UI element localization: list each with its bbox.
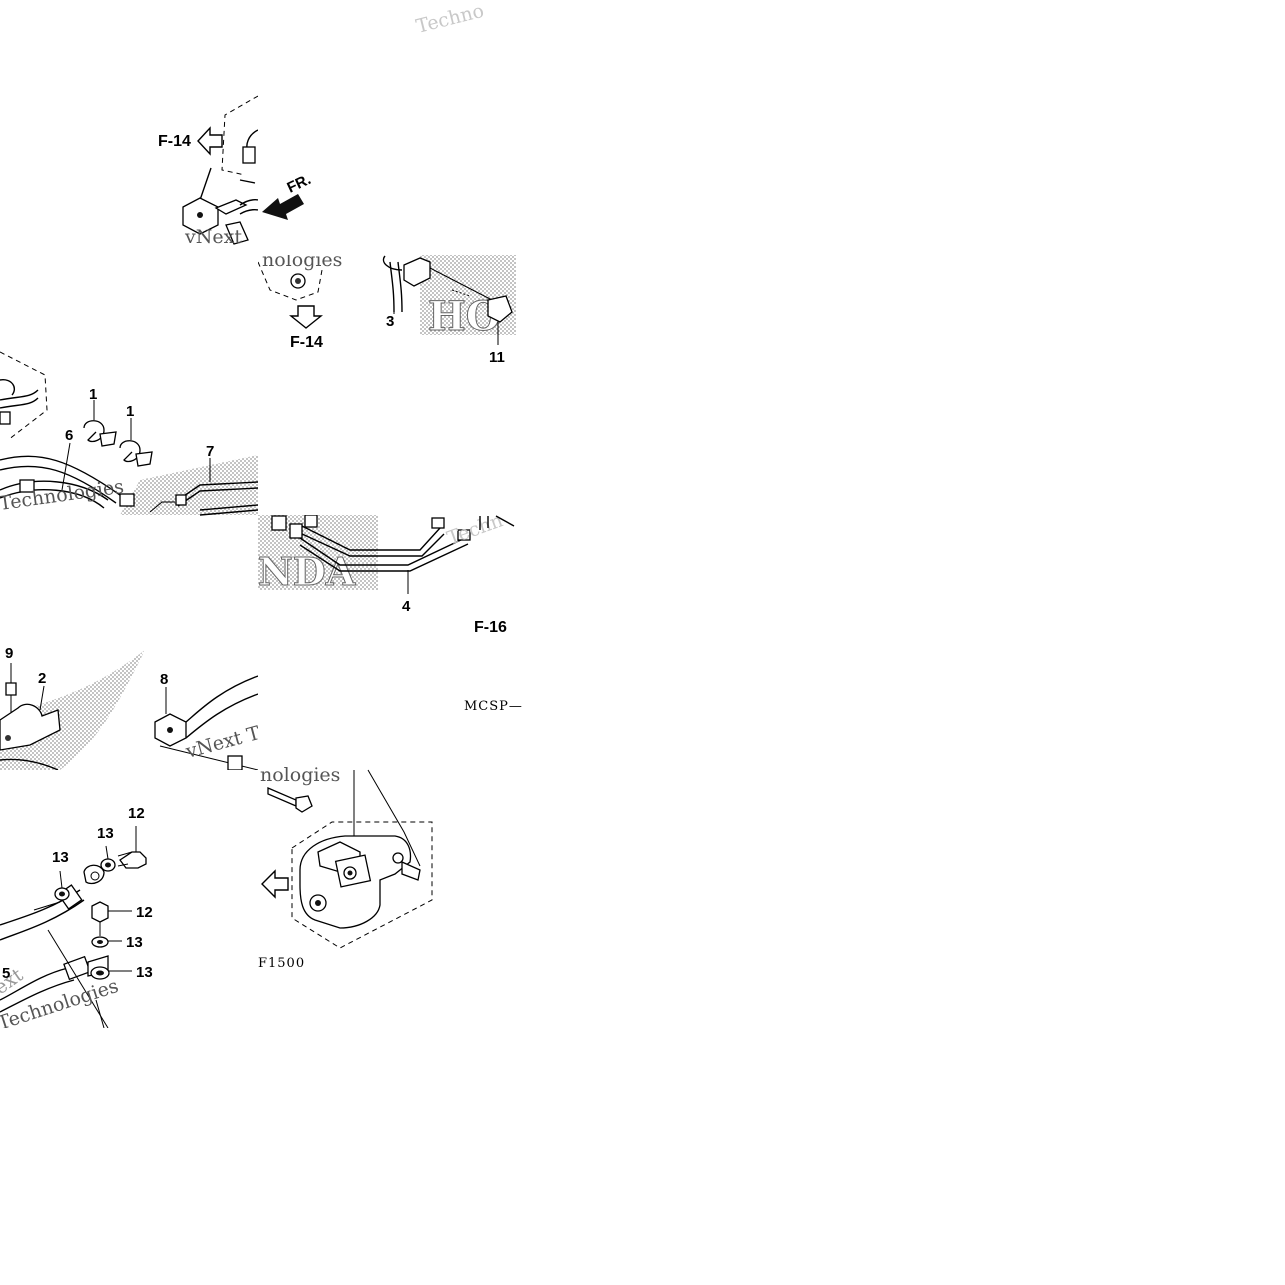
clip-1a [83,420,117,447]
brake-caliper-group: nologies [260,764,433,949]
page-ref-middle: F-14 [290,334,323,351]
callout-11: 11 [489,349,505,366]
hose-joint-block-right [403,257,431,287]
page-ref-top-left: F-14 [158,133,191,150]
callout-1b: 1 [126,403,134,420]
callout-13c: 13 [126,934,143,951]
hose-fitting-upper [242,146,256,164]
washer-13b [100,858,116,872]
washer-13d [90,966,110,980]
watermark-text: Techn [444,509,506,549]
callout-12a: 12 [128,805,145,822]
page-ref-right: F-16 [474,619,507,636]
watermark-text: nologies [260,764,340,786]
callout-3: 3 [386,313,394,330]
callout-6: 6 [65,427,73,444]
bolt-9 [5,682,17,696]
upper-right-tile: HO nologies [258,249,516,345]
front-direction-arrow-icon [262,194,304,220]
watermark-text: Technologies [0,476,125,515]
callout-12b: 12 [136,904,153,921]
watermark-text: vNext [184,226,242,248]
drawing-code: F1500 [258,956,305,971]
callout-8: 8 [160,671,168,688]
clamp-2 [0,703,61,751]
watermark-text: Techno [414,0,486,38]
bolt-12-caliper [267,787,313,813]
callout-9: 9 [5,645,13,662]
watermark-text: nologies [262,249,342,271]
banjo-bolt-12a [117,851,147,869]
clip-1b [119,440,153,467]
callout-13b: 13 [97,825,114,842]
bolt-11 [487,295,513,323]
callout-1a: 1 [89,386,97,403]
banjo-bolt-12b [91,901,109,936]
washer-13c [91,936,109,948]
callout-13d: 13 [136,964,153,981]
svg-text:NDA: NDA [258,549,356,594]
callout-5: 5 [2,965,10,982]
catalog-code: MCSP— [464,699,523,714]
washer-13a [54,887,70,901]
callout-13a: 13 [52,849,69,866]
watermark-text: vNext T [183,722,263,763]
front-direction-label: FR. [285,171,314,197]
brake-pipe-tile: NDA Techn [258,509,515,595]
direction-arrow-left-icon [197,126,223,156]
upper-joint-tile: vNext [182,95,258,248]
callout-4: 4 [402,598,411,615]
direction-arrow-left-icon [261,869,289,899]
callout-7: 7 [206,443,214,460]
direction-arrow-down-icon [289,305,323,329]
callout-2: 2 [38,670,46,687]
